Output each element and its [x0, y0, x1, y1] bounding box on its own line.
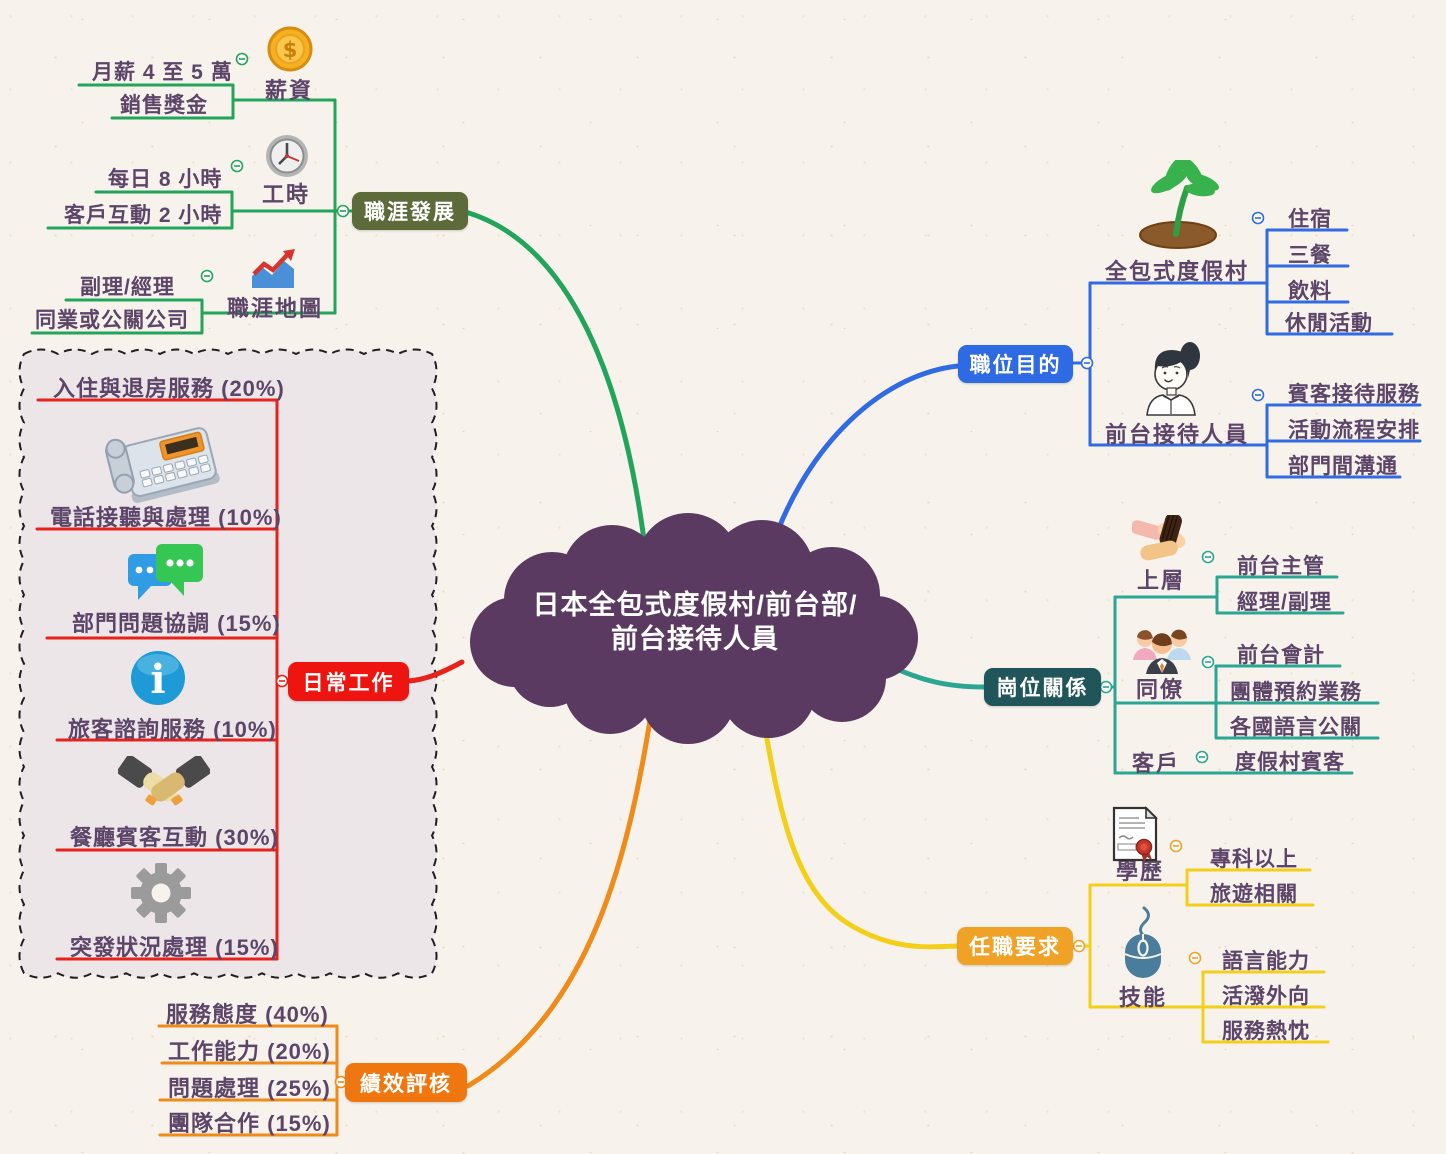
topic-three-meals[interactable]: 三餐: [1288, 244, 1332, 267]
collapse-buttons[interactable]: [200, 52, 1265, 1089]
topic-8-hours-daily[interactable]: 每日 8 小時: [108, 168, 223, 191]
topic-front-desk-accountant[interactable]: 前台會計: [1237, 644, 1325, 667]
topic-guest-consultation[interactable]: 旅客諮詢服務 (10%): [68, 717, 277, 742]
topic-sales-bonus[interactable]: 銷售獎金: [120, 94, 208, 117]
node-job-requirements[interactable]: 任職要求: [957, 927, 1073, 965]
handshake-icon: [117, 754, 211, 827]
topic-manager-assistant-manager[interactable]: 經理/副理: [1237, 591, 1332, 614]
topic-education[interactable]: 學歷: [1115, 859, 1165, 884]
receptionist-icon: [1143, 340, 1205, 421]
coin-icon: $: [266, 25, 314, 78]
topic-front-desk-supervisor[interactable]: 前台主管: [1237, 555, 1325, 578]
telephone-icon: [105, 413, 227, 522]
central-topic-cloud[interactable]: [470, 513, 918, 744]
topic-college-or-above[interactable]: 專科以上: [1210, 848, 1298, 871]
topic-interdepartmental-communication[interactable]: 部門間溝通: [1288, 455, 1398, 478]
topic-career-map[interactable]: 職涯地圖: [226, 296, 324, 321]
requirements-branch-lines: [757, 697, 1330, 1044]
career-branch-lines: [30, 83, 649, 559]
node-position-relations[interactable]: 崗位關係: [984, 668, 1101, 706]
topic-customer-interaction[interactable]: 客戶互動 2 小時: [64, 204, 223, 227]
topic-checkin-checkout[interactable]: 入住與退房服務 (20%): [53, 376, 285, 401]
topic-service-attitude[interactable]: 服務態度 (40%): [166, 1002, 329, 1027]
info-icon: i: [128, 648, 188, 713]
topic-accommodation[interactable]: 住宿: [1288, 208, 1332, 231]
stacked-hands-icon: [1130, 513, 1190, 570]
certificate-icon: [1110, 806, 1160, 869]
topic-teamwork[interactable]: 團隊合作 (15%): [168, 1111, 331, 1136]
svg-text:i: i: [150, 656, 165, 703]
topic-language-ability[interactable]: 語言能力: [1222, 950, 1310, 973]
node-position-purpose[interactable]: 職位目的: [958, 345, 1073, 383]
clock-icon: [264, 133, 310, 184]
chat-bubbles-icon: [126, 542, 206, 613]
topic-peer-or-pr-company[interactable]: 同業或公關公司: [35, 309, 189, 332]
topic-phone-answering[interactable]: 電話接聽與處理 (10%): [50, 505, 282, 530]
node-label: 崗位關係: [996, 677, 1089, 700]
topic-working-hours[interactable]: 工時: [261, 182, 311, 207]
team-icon: [1132, 622, 1192, 683]
node-performance-review[interactable]: 績效評核: [345, 1063, 467, 1102]
topic-superiors[interactable]: 上層: [1136, 568, 1186, 593]
topic-problem-handling[interactable]: 問題處理 (25%): [168, 1076, 331, 1101]
svg-text:$: $: [283, 38, 298, 62]
topic-peers[interactable]: 同僚: [1135, 677, 1185, 702]
topic-restaurant-guest-interaction[interactable]: 餐廳賓客互動 (30%): [70, 825, 279, 850]
topic-group-booking[interactable]: 團體預約業務: [1230, 681, 1362, 704]
topic-salary[interactable]: 薪資: [264, 78, 314, 103]
node-label: 職涯發展: [364, 201, 456, 224]
topic-service-enthusiasm[interactable]: 服務熱忱: [1222, 1020, 1310, 1043]
topic-activity-arrangement[interactable]: 活動流程安排: [1288, 419, 1420, 442]
topic-skills[interactable]: 技能: [1118, 985, 1168, 1010]
topic-all-inclusive-resort[interactable]: 全包式度假村: [1104, 259, 1250, 284]
mouse-icon: [1118, 906, 1168, 985]
topic-resort-guests[interactable]: 度假村賓客: [1235, 751, 1345, 774]
topic-department-coordination[interactable]: 部門問題協調 (15%): [72, 611, 281, 636]
topic-outgoing[interactable]: 活潑外向: [1222, 985, 1310, 1008]
purpose-branch-lines: [766, 228, 1422, 559]
topic-drinks[interactable]: 飲料: [1288, 280, 1332, 303]
topic-leisure-activities[interactable]: 休閒活動: [1285, 312, 1373, 335]
node-daily-work[interactable]: 日常工作: [288, 662, 409, 701]
topic-tourism-related[interactable]: 旅遊相關: [1210, 883, 1298, 906]
central-topic[interactable]: 日本全包式度假村/前台部/ 前台接待人員: [475, 588, 915, 658]
topic-multilingual-pr[interactable]: 各國語言公關: [1230, 716, 1362, 739]
gear-icon: [128, 860, 194, 931]
topic-work-ability[interactable]: 工作能力 (20%): [168, 1039, 331, 1064]
node-label: 任職要求: [969, 936, 1061, 959]
node-career-development[interactable]: 職涯發展: [352, 192, 468, 230]
topic-guest-reception[interactable]: 賓客接待服務: [1288, 383, 1420, 406]
topic-emergency-handling[interactable]: 突發狀況處理 (15%): [70, 935, 279, 960]
node-label: 職位目的: [969, 354, 1062, 377]
central-topic-line1: 日本全包式度假村/前台部/: [532, 590, 858, 621]
central-topic-line2: 前台接待人員: [611, 624, 779, 654]
daily-work-boundary: [18, 348, 438, 979]
topic-assistant-manager[interactable]: 副理/經理: [80, 276, 175, 299]
topic-front-desk-receptionist[interactable]: 前台接待人員: [1104, 422, 1250, 447]
node-label: 日常工作: [302, 671, 395, 695]
growth-chart-icon: [250, 248, 296, 295]
node-label: 績效評核: [360, 1072, 452, 1096]
topic-monthly-salary[interactable]: 月薪 4 至 5 萬: [92, 61, 233, 84]
topic-customers[interactable]: 客戶: [1131, 751, 1181, 776]
palm-island-icon: [1136, 157, 1220, 255]
